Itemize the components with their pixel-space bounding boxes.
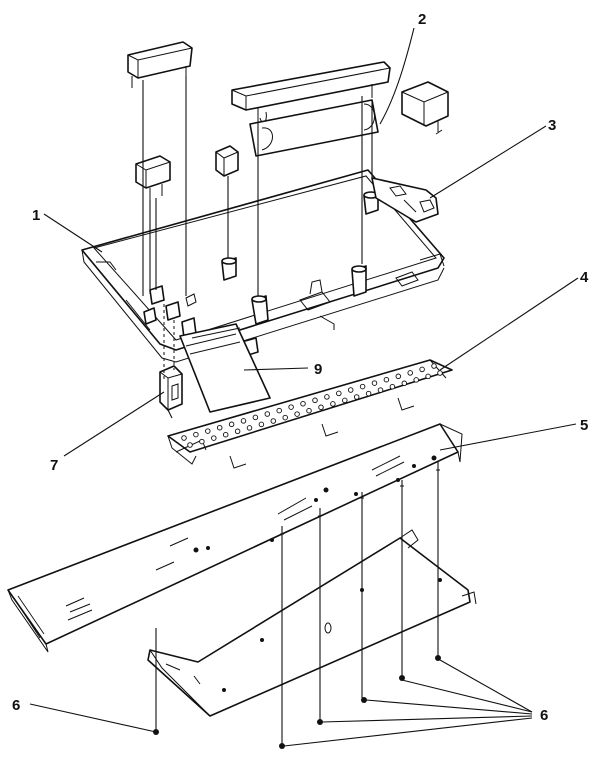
plate-hole xyxy=(216,424,223,431)
plate-hole xyxy=(365,390,372,397)
plate-hole xyxy=(401,380,408,387)
plate-hole xyxy=(234,428,241,435)
plate-hole xyxy=(276,407,282,414)
perforated-plate-4 xyxy=(167,359,453,469)
plate-hole xyxy=(240,418,247,424)
bottom-shield-plate xyxy=(147,529,477,717)
plate-hole xyxy=(377,387,384,393)
callout-6-left: 6 xyxy=(12,697,20,714)
callout-7: 7 xyxy=(50,457,58,474)
main-tray-frame xyxy=(81,169,445,367)
key-cap-small-center xyxy=(215,145,239,177)
plate-hole xyxy=(300,400,306,407)
callout-1: 1 xyxy=(32,207,40,224)
plate-hole xyxy=(330,401,336,407)
plate-hole xyxy=(264,411,271,417)
callout-4: 4 xyxy=(580,269,589,286)
plate-hole xyxy=(389,383,396,390)
plate-hole xyxy=(342,397,348,404)
key-cap-top-right xyxy=(401,81,449,135)
plate-hole xyxy=(246,425,253,431)
plate-hole xyxy=(211,435,217,441)
plate-hole xyxy=(294,411,300,417)
plate-hole xyxy=(383,376,390,383)
plate-hole xyxy=(252,414,259,421)
plate-hole xyxy=(359,383,366,390)
plate-hole xyxy=(187,442,193,448)
plate-hole xyxy=(407,370,413,376)
key-cap-top-center xyxy=(231,61,391,123)
flex-cable-9 xyxy=(179,323,271,413)
connector-7 xyxy=(159,365,183,411)
plate-hole xyxy=(282,414,288,421)
plate-4-holes xyxy=(181,363,443,448)
plate-hole xyxy=(347,387,354,393)
key-cap-small-left xyxy=(135,155,171,200)
callout-6-right: 6 xyxy=(540,707,548,724)
callout-3: 3 xyxy=(548,117,556,134)
plate-hole xyxy=(199,438,205,445)
plate-hole xyxy=(228,421,235,428)
plate-hole xyxy=(324,394,330,400)
plate-hole xyxy=(395,373,402,380)
plate-hole xyxy=(181,435,187,441)
key-cap-top-left xyxy=(127,41,193,88)
plate-hole xyxy=(413,377,419,383)
plate-hole xyxy=(193,431,199,438)
plate-hole xyxy=(205,428,211,434)
plate-hole xyxy=(270,418,277,424)
plate-hole xyxy=(288,404,294,410)
plate-hole xyxy=(306,407,312,414)
circuit-board-5 xyxy=(7,423,463,653)
leader-lines xyxy=(29,27,579,747)
plate-hole xyxy=(336,390,342,397)
bracket-3 xyxy=(371,177,439,223)
plate-hole xyxy=(419,366,425,373)
callout-5: 5 xyxy=(580,417,588,434)
plate-hole xyxy=(312,397,318,404)
callout-9: 9 xyxy=(314,361,322,378)
plate-hole xyxy=(425,373,431,380)
plate-hole xyxy=(431,363,437,369)
plate-hole xyxy=(318,404,324,411)
plate-hole xyxy=(437,370,443,376)
plate-hole xyxy=(371,380,378,386)
plate-hole xyxy=(353,394,360,400)
bracket-plate-2 xyxy=(249,99,379,157)
plate-hole xyxy=(222,431,229,438)
plate-hole xyxy=(258,421,265,428)
callout-2: 2 xyxy=(418,11,426,28)
